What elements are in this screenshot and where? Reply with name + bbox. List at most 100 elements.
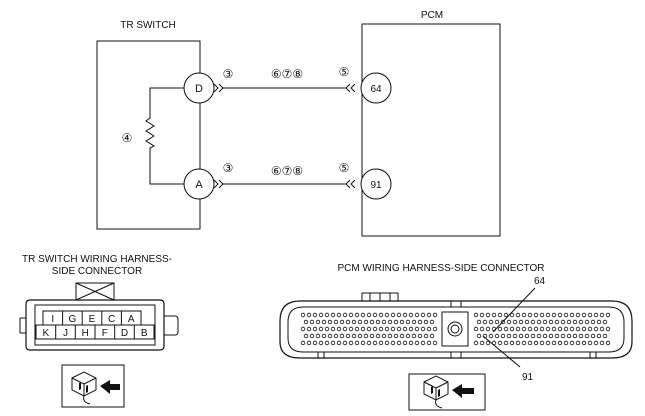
pcm-pin-cavity [602,333,608,339]
pcm-pin-cavity [569,340,575,346]
tr-pin-label: J [63,328,68,339]
tr-terminal-a [183,168,215,200]
pcm-pin-cavity [557,326,563,332]
tr-pin-label: H [82,328,89,339]
pcm-pin-cavity [548,333,554,339]
pcm-pin-cavity [333,333,339,339]
pcm-pin-cavity [312,340,318,346]
pcm-connector-title: PCM WIRING HARNESS-SIDE CONNECTOR [337,263,544,274]
pcm-pin-cavity [411,319,417,325]
pcm-pin-cavity [497,312,503,318]
pcm-pin-cavity [539,340,545,346]
pcm-pin-cavity [569,326,575,332]
pcm-pin-cavity [408,340,414,346]
pcm-pin-grid-left [300,312,438,346]
pcm-box [361,23,501,237]
pcm-pin-91-callout: 91 [522,372,534,383]
pcm-pin-cavity [318,340,324,346]
pcm-pin-cavity [363,319,369,325]
pcm-pin-cavity [581,340,587,346]
pcm-pin-cavity [420,326,426,332]
pcm-pin-cavity [527,312,533,318]
pcm-pin-cavity [360,326,366,332]
tr-terminal-d [183,72,215,104]
pcm-pin-cavity [333,319,339,325]
pcm-pin-cavity [315,319,321,325]
pcm-pin-cavity [330,340,336,346]
pcm-pin-cavity [330,312,336,318]
pcm-pin-cavity [378,312,384,318]
pcm-pin-cavity [575,312,581,318]
pcm-pin-cavity [572,333,578,339]
pcm-pin-cavity [354,326,360,332]
pcm-pin-cavity [521,326,527,332]
pcm-pin-cavity [336,326,342,332]
pcm-pin-cavity [584,333,590,339]
pcm-pin-cavity [303,319,309,325]
pcm-pin-cavity [581,312,587,318]
tr-connector-title-line2: SIDE CONNECTOR [52,266,142,277]
pcm-pin-grid-right [473,312,611,346]
pcm-pin-cavity [533,326,539,332]
pcm-pin-cavity [357,333,363,339]
pcm-pin-cavity [360,340,366,346]
pcm-pin-cavity [432,326,438,332]
pcm-pin-cavity [521,312,527,318]
pcm-pin-cavity [500,333,506,339]
pcm-pin-cavity [396,340,402,346]
pcm-pin-cavity [402,340,408,346]
pcm-pin-cavity [605,340,611,346]
pcm-pin-cavity [363,333,369,339]
pcm-pin-cavity [515,312,521,318]
tr-switch-box [96,40,201,230]
pcm-pin-cavity [545,326,551,332]
pcm-pin-cavity [509,326,515,332]
pcm-pin-cavity [515,326,521,332]
pcm-pin-cavity [429,333,435,339]
pcm-pin-cavity [408,326,414,332]
pcm-pin-cavity [575,326,581,332]
pcm-pin-cavity [506,333,512,339]
pcm-pin-cavity [536,319,542,325]
pcm-pin-cavity [560,319,566,325]
pcm-pin-cavity [596,333,602,339]
pcm-pin-cavity [420,312,426,318]
wire-top-right-connector-mark [345,83,356,93]
pcm-pin-cavity [476,333,482,339]
wire-bottom-note-mid: ⑥⑦⑧ [271,164,303,178]
pcm-pin-cavity [336,340,342,346]
pcm-pin-cavity [542,319,548,325]
pcm-pin-cavity [372,312,378,318]
pcm-pin-cavity [369,319,375,325]
pcm-pin-cavity [503,326,509,332]
pcm-pin-cavity [509,340,515,346]
pcm-pin-cavity [402,312,408,318]
tr-pin-label: K [42,328,49,339]
pcm-pin-cavity [533,312,539,318]
pcm-pin-cavity [554,319,560,325]
pcm-pin-cavity [554,333,560,339]
pcm-pin-cavity [348,340,354,346]
pcm-pin-cavity [414,312,420,318]
pcm-pin-cavity [557,312,563,318]
pcm-pin-cavity [590,319,596,325]
pcm-terminal-91-label: 91 [370,180,382,191]
pcm-pin-cavity [488,333,494,339]
pcm-pin-cavity [360,312,366,318]
pcm-pin-cavity [306,326,312,332]
pcm-pin-cavity [482,319,488,325]
tr-pin-label: D [121,328,128,339]
pcm-pin-cavity [542,333,548,339]
pcm-pin-cavity [557,340,563,346]
pcm-pin-cavity [515,340,521,346]
pcm-pin-cavity [560,333,566,339]
pcm-pin-cavity [405,319,411,325]
pcm-pin-cavity [503,312,509,318]
pcm-pin-cavity [345,333,351,339]
pcm-pin-cavity [372,340,378,346]
pcm-pin-cavity [393,319,399,325]
pcm-pin-cavity [318,312,324,318]
pcm-connector-drawing [279,292,633,359]
pcm-pin-cavity [318,326,324,332]
pcm-pin-cavity [309,319,315,325]
